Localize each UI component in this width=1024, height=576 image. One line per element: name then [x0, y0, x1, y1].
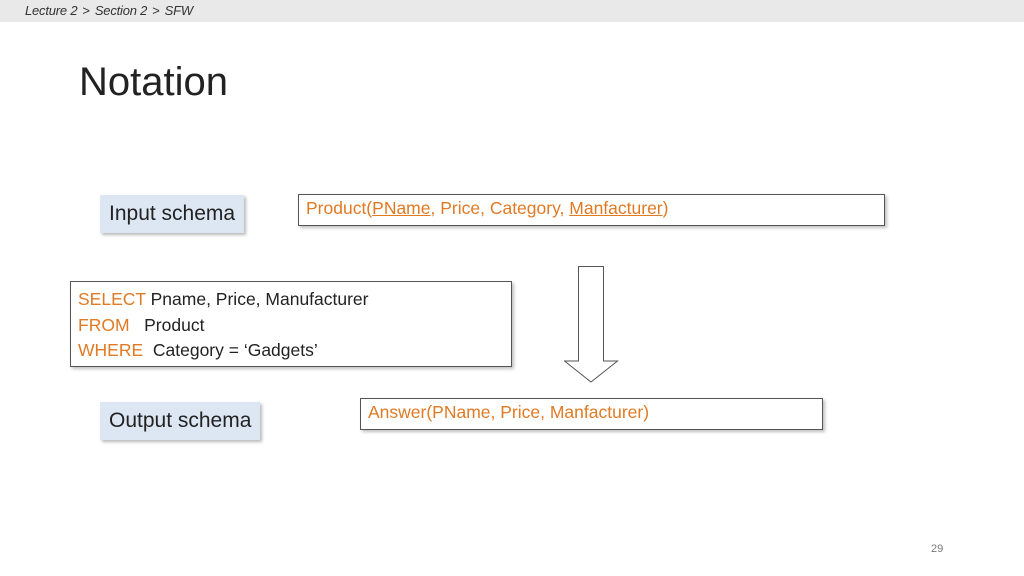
- schema-key-manufacturer: Manfacturer: [569, 198, 663, 218]
- input-schema-label: Input schema: [100, 195, 245, 233]
- breadcrumb-separator: >: [82, 3, 90, 18]
- from-clause: Product: [144, 314, 205, 335]
- select-clause: Pname, Price, Manufacturer: [145, 289, 369, 309]
- breadcrumb-separator: >: [152, 3, 160, 18]
- page-number: 29: [931, 543, 944, 555]
- query-from-line: FROM Product: [78, 313, 504, 339]
- query-select-line: SELECT Pname, Price, Manufacturer: [78, 287, 504, 313]
- where-clause: Category = ‘Gadgets’: [152, 340, 318, 360]
- breadcrumb: Lecture 2 > Section 2 > SFW: [25, 3, 193, 18]
- schema-middle: , Price, Category,: [430, 198, 570, 218]
- sql-query-box: SELECT Pname, Price, Manufacturer FROM P…: [70, 281, 512, 367]
- breadcrumb-bar: Lecture 2 > Section 2 > SFW: [0, 0, 1024, 22]
- from-keyword: FROM: [78, 314, 130, 335]
- breadcrumb-item-section[interactable]: Section 2: [94, 3, 148, 18]
- slide-title: Notation: [79, 60, 228, 104]
- output-schema-text: Answer(PName, Price, Manfacturer): [368, 402, 650, 422]
- schema-key-pname: PName: [372, 198, 431, 218]
- select-keyword: SELECT: [78, 289, 146, 309]
- query-where-line: WHERE Category = ‘Gadgets’: [78, 338, 504, 364]
- breadcrumb-item-lecture[interactable]: Lecture 2: [25, 3, 78, 18]
- input-schema-box: Product(PName, Price, Category, Manfactu…: [298, 194, 885, 226]
- down-arrow-icon: [564, 266, 619, 383]
- where-keyword: WHERE: [78, 340, 144, 360]
- output-schema-label: Output schema: [100, 402, 261, 440]
- output-schema-box: Answer(PName, Price, Manfacturer): [360, 398, 823, 430]
- breadcrumb-item-topic[interactable]: SFW: [164, 3, 193, 18]
- schema-suffix: ): [662, 198, 669, 218]
- schema-prefix: Product(: [306, 198, 373, 218]
